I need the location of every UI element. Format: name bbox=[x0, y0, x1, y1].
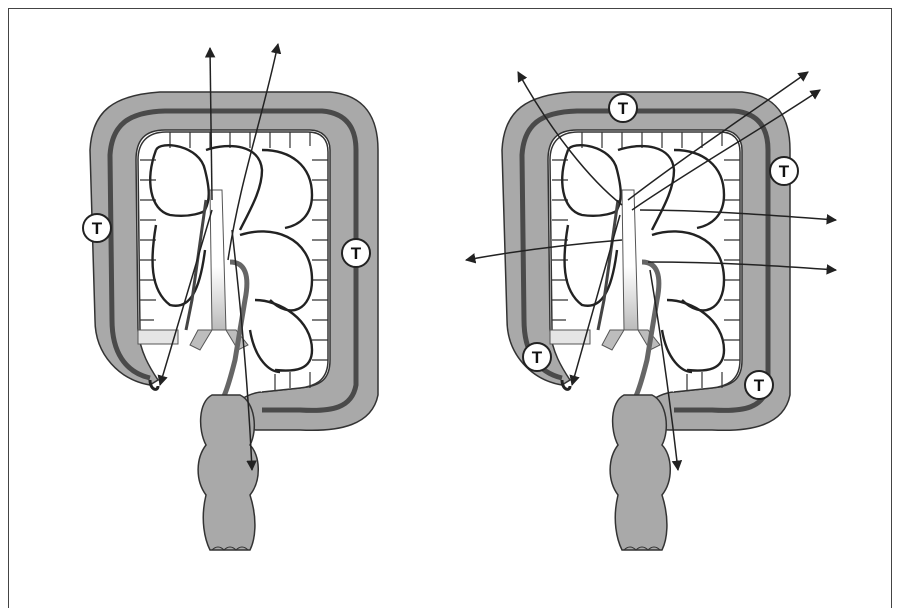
svg-text:T: T bbox=[754, 376, 765, 395]
left-tumor-mark-2: T bbox=[342, 239, 370, 267]
left-panel: T T bbox=[83, 44, 378, 550]
right-tumor-mark-4: T bbox=[745, 371, 773, 399]
svg-text:T: T bbox=[351, 244, 362, 263]
svg-text:T: T bbox=[618, 99, 629, 118]
right-panel: T T T T bbox=[466, 72, 836, 550]
right-rectum bbox=[610, 395, 670, 550]
svg-text:T: T bbox=[779, 162, 790, 181]
right-tumor-mark-1: T bbox=[609, 94, 637, 122]
right-tumor-mark-2: T bbox=[770, 157, 798, 185]
right-tumor-mark-3: T bbox=[523, 343, 551, 371]
svg-text:T: T bbox=[92, 219, 103, 238]
left-tumor-mark-1: T bbox=[83, 214, 111, 242]
svg-text:T: T bbox=[532, 348, 543, 367]
